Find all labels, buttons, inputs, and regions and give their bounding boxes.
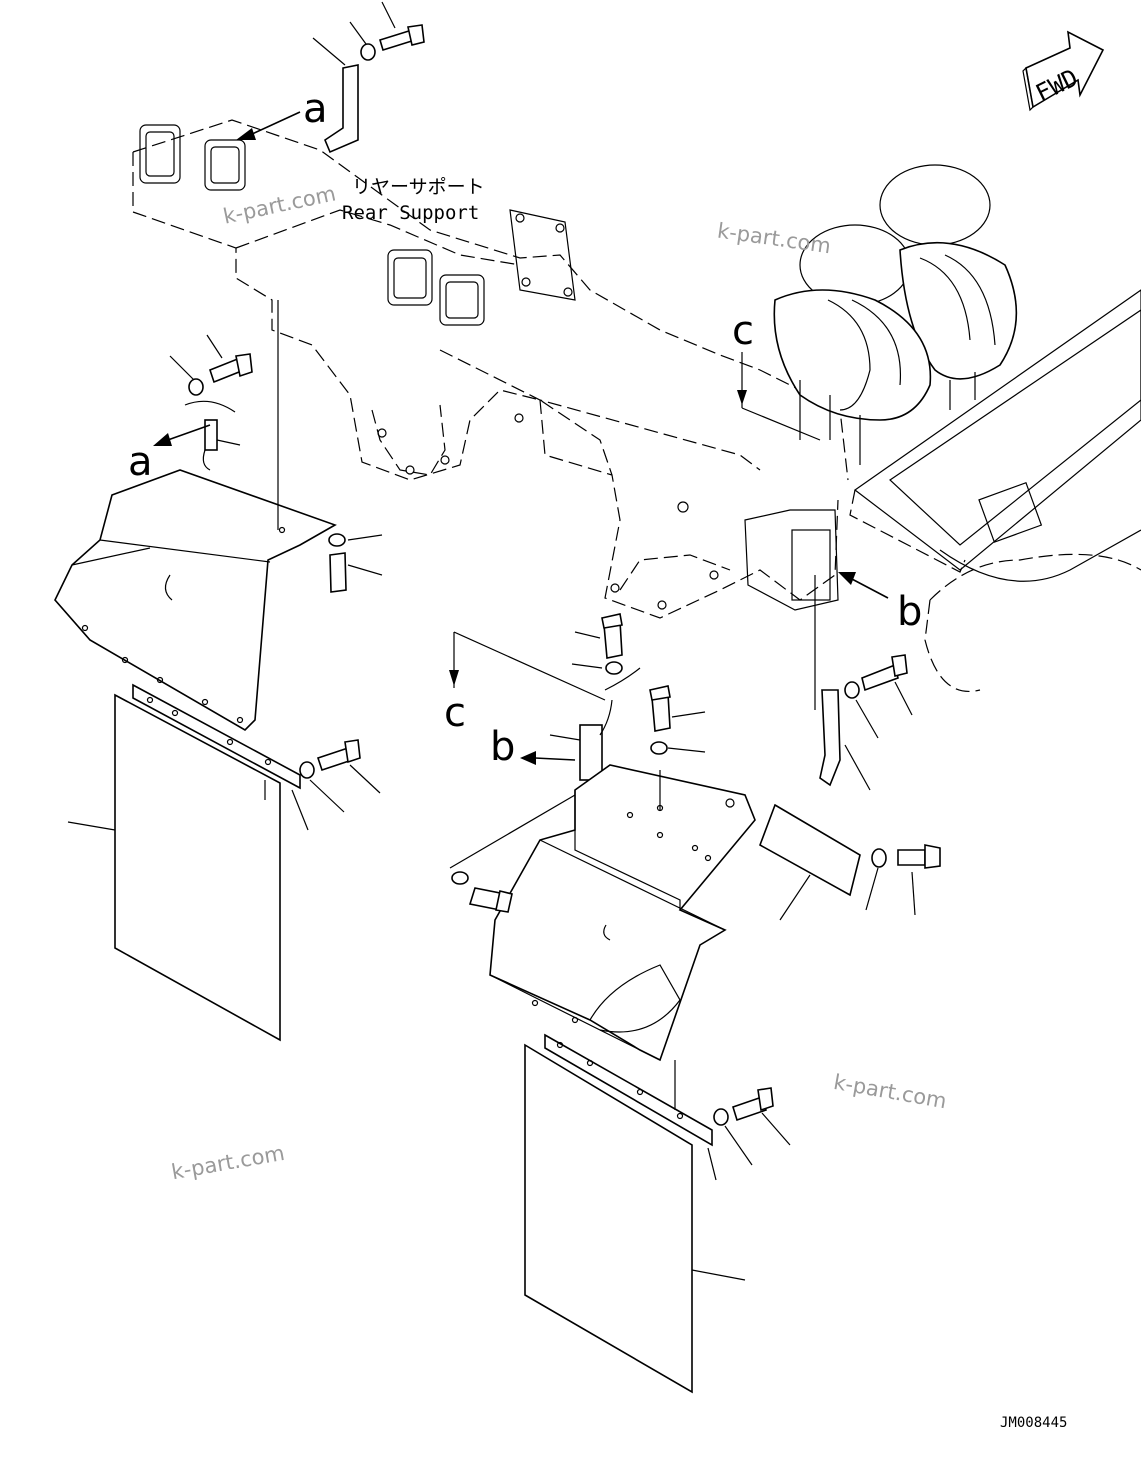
left-mudflap: [67, 683, 309, 1042]
section-label-a-top: a: [303, 86, 328, 132]
center-fender-housing: [449, 764, 756, 1062]
fwd-arrow-icon: FWD: [1022, 30, 1105, 112]
frame-handle-left: [139, 124, 246, 191]
section-label-a-left: a: [128, 439, 153, 485]
rear-support-en-label: Rear Support: [342, 202, 479, 224]
bolt-icon: [379, 24, 425, 52]
center-bolts-top: [571, 613, 706, 755]
drawing-number: JM008445: [1000, 1415, 1067, 1431]
frame-flange-plate: [509, 209, 576, 301]
left-clamp: [153, 400, 241, 471]
section-label-b-right: b: [897, 589, 922, 635]
frame-handle-center: [387, 249, 485, 326]
exhaust-canisters: [773, 164, 1018, 465]
center-mudflap: [524, 1033, 746, 1394]
frame-mounting-holes: [377, 413, 719, 610]
center-side-plate: [759, 803, 941, 921]
section-label-c-top: c: [732, 308, 754, 354]
center-clamp: [520, 667, 641, 781]
left-mudflap-bolt: [299, 739, 381, 813]
watermark: k-part.com: [221, 181, 338, 228]
watermark: k-part.com: [832, 1070, 949, 1113]
left-fender-housing: [54, 300, 337, 732]
section-label-b-mid: b: [490, 724, 515, 770]
watermark: k-part.com: [170, 1141, 287, 1184]
left-bolt-top: [169, 334, 253, 396]
frame-rear-box: [744, 509, 839, 611]
bracket-a-top: [236, 1, 425, 154]
left-washer-bolt: [328, 533, 383, 593]
section-label-c-mid: c: [444, 690, 466, 736]
right-bracket: [819, 654, 913, 791]
center-mudflap-bolt: [713, 1087, 791, 1166]
watermark: k-part.com: [716, 219, 833, 259]
rear-support-jp-label: リヤーサポート: [352, 176, 485, 198]
center-washer-bolt-left: [451, 871, 513, 913]
engine-hood-perforated: [849, 289, 1141, 692]
